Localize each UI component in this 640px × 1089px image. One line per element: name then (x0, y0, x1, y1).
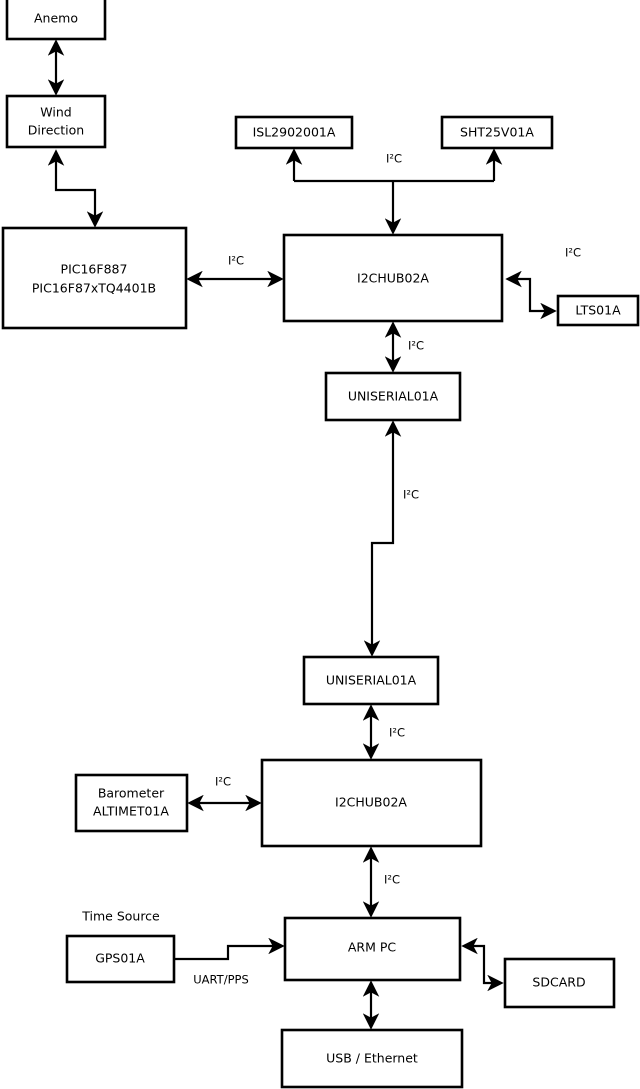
edge-label-hub2-armpc: I²C (384, 873, 400, 887)
edge-label-barometer-hub2: I²C (215, 775, 231, 789)
node-barometer-label-line1: Barometer (98, 786, 165, 801)
node-sht25v01a-label: SHT25V01A (460, 125, 534, 140)
connection-hub-lts (505, 270, 557, 320)
node-usb-ethernet[interactable]: USB / Ethernet (280, 1028, 464, 1089)
node-uniserial01a-lower-label: UNISERIAL01A (326, 673, 417, 688)
node-anemo[interactable]: Anemo (5, 0, 107, 41)
connection-layer (47, 39, 557, 1030)
node-lts01a-label: LTS01A (575, 303, 621, 318)
node-pic-mcu-label-line2: PIC16F87xTQ4401B (32, 281, 156, 296)
node-uniserial01a-upper[interactable]: UNISERIAL01A (324, 371, 462, 422)
edge-label-uniserial-link: I²C (403, 488, 419, 502)
node-pic-mcu[interactable]: PIC16F887 PIC16F87xTQ4401B (1, 226, 188, 330)
node-i2chub02a-bottom-label: I2CHUB02A (335, 795, 407, 810)
edge-label-uniserial-hub2: I²C (389, 726, 405, 740)
node-uniserial01a-upper-label: UNISERIAL01A (348, 389, 439, 404)
node-usb-ethernet-label: USB / Ethernet (326, 1051, 418, 1066)
edge-label-hub-lts: I²C (565, 246, 581, 260)
node-gps01a-label: GPS01A (95, 951, 145, 966)
connection-pic-wind (47, 149, 104, 228)
connection-gps-armpc (174, 937, 285, 961)
node-barometer-altimet01a[interactable]: Barometer ALTIMET01A (74, 773, 189, 833)
node-sdcard[interactable]: SDCARD (503, 957, 616, 1009)
node-wind-direction-label-line1: Wind (40, 105, 71, 120)
node-wind-direction[interactable]: Wind Direction (5, 94, 107, 149)
node-i2chub02a-top-label: I2CHUB02A (357, 271, 429, 286)
node-anemo-label: Anemo (34, 11, 78, 26)
edge-label-pic-hub: I²C (228, 254, 244, 268)
node-isl2902001a-label: ISL2902001A (253, 125, 336, 140)
node-wind-direction-label-line2: Direction (28, 123, 84, 138)
node-isl2902001a[interactable]: ISL2902001A (234, 115, 354, 150)
node-pic-mcu-label-line1: PIC16F887 (61, 262, 128, 277)
connection-uniserial-uniserial (363, 420, 402, 657)
edge-label-sensor-bus: I²C (386, 152, 402, 166)
node-barometer-label-line2: ALTIMET01A (93, 804, 169, 819)
node-gps01a[interactable]: GPS01A (65, 934, 176, 984)
node-lts01a[interactable]: LTS01A (556, 294, 640, 327)
edge-label-layer: I²C I²C I²C I²C I²C I²C I²C I²C UART/PPS (193, 152, 581, 987)
node-i2chub02a-bottom[interactable]: I2CHUB02A (260, 758, 483, 848)
edge-label-hub-uniserial: I²C (408, 339, 424, 353)
node-arm-pc-label: ARM PC (348, 940, 397, 955)
node-uniserial01a-lower[interactable]: UNISERIAL01A (302, 655, 440, 706)
node-sht25v01a[interactable]: SHT25V01A (440, 115, 554, 150)
node-arm-pc[interactable]: ARM PC (283, 916, 462, 982)
edge-label-gps-armpc: UART/PPS (193, 973, 249, 987)
node-sdcard-label: SDCARD (532, 975, 585, 990)
free-label-layer: Time Source (81, 909, 160, 924)
node-i2chub02a-top[interactable]: I2CHUB02A (282, 233, 504, 323)
label-time-source: Time Source (81, 909, 160, 924)
connection-armpc-sdcard (461, 937, 504, 992)
